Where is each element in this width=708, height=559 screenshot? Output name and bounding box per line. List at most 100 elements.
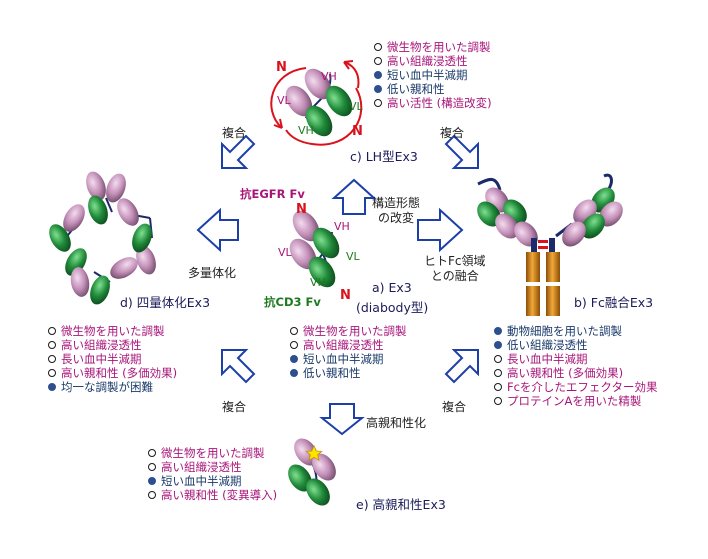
combine-label-top-right: 複合 [440, 126, 465, 140]
lh-vl-right [325, 85, 353, 117]
cd3-fv-label: 抗CD3 Fv [264, 295, 321, 309]
advantage-bullet-icon [148, 463, 156, 471]
lh-property-text: 低い親和性 [387, 82, 445, 96]
fc-property-item: 長い血中半減期 [494, 352, 657, 366]
disadvantage-bullet-icon [48, 383, 56, 391]
advantage-bullet-icon [374, 43, 382, 51]
bent-arrow-top-left-icon [221, 134, 256, 169]
center-vl-left-label: VL [278, 246, 292, 259]
disadvantage-bullet-icon [374, 71, 382, 79]
affinity-property-list: 微生物を用いた調製高い組織浸透性短い血中半減期高い親和性 (変異導入) [148, 446, 277, 502]
lh-n-terminus-1: N [276, 60, 287, 75]
lh-property-text: 短い血中半減期 [387, 68, 468, 82]
fc-property-text: プロテインAを用いた精製 [507, 394, 642, 408]
advantage-bullet-icon [48, 341, 56, 349]
affinity-property-item: 短い血中半減期 [148, 474, 277, 488]
up-arrow-icon [331, 178, 377, 215]
affinity-property-text: 高い親和性 (変異導入) [161, 488, 278, 502]
advantage-bullet-icon [374, 99, 382, 107]
tetra-property-item: 均一な調製が困難 [48, 380, 177, 394]
advantage-bullet-icon [48, 355, 56, 363]
lh-n-terminus-2: N [352, 124, 363, 139]
fc-title: b) Fc融合Ex3 [574, 295, 654, 310]
tetra-property-text: 微生物を用いた調製 [61, 324, 165, 338]
lh-property-text: 高い活性 (構造改変) [387, 96, 492, 110]
center-vh-top-label: VH [334, 220, 350, 233]
right-arrow-icon [417, 207, 464, 253]
tetra-property-item: 微生物を用いた調製 [48, 324, 177, 338]
lh-vh-top-label: VH [321, 70, 337, 83]
center-vh-bottom-label: VH [310, 276, 326, 289]
center-property-item: 短い血中半減期 [290, 352, 407, 366]
bent-arrow-bottom-left-icon [221, 349, 256, 384]
tetra-property-text: 高い組織浸透性 [61, 338, 142, 352]
affinity-property-item: 高い親和性 (変異導入) [148, 488, 277, 502]
lh-property-item: 高い組織浸透性 [374, 54, 492, 68]
vh-domain-top [292, 210, 320, 242]
combine-label-bottom-right: 複合 [442, 400, 467, 414]
lh-property-item: 高い活性 (構造改変) [374, 96, 492, 110]
center-property-text: 低い親和性 [303, 366, 361, 380]
advantage-bullet-icon [148, 449, 156, 457]
lh-property-item: 微生物を用いた調製 [374, 40, 492, 54]
tetra-property-item: 長い血中半減期 [48, 352, 177, 366]
lh-vh-top [304, 68, 332, 100]
disadvantage-bullet-icon [374, 85, 382, 93]
advantage-bullet-icon [494, 397, 502, 405]
center-vl-right-label: VL [346, 250, 360, 263]
advantage-bullet-icon [48, 327, 56, 335]
fc-property-item: Fcを介したエフェクター効果 [494, 380, 657, 394]
fc-property-item: 高い親和性 (多価効果) [494, 366, 657, 380]
center-n-terminus-1: N [296, 202, 307, 217]
lh-vl-left-label: VL [277, 94, 291, 107]
lh-property-item: 短い血中半減期 [374, 68, 492, 82]
affinity-property-text: 微生物を用いた調製 [161, 446, 265, 460]
lh-title: c) LH型Ex3 [350, 149, 418, 164]
advantage-bullet-icon [290, 341, 298, 349]
tetra-property-text: 均一な調製が困難 [61, 380, 153, 394]
lh-diabody-structure [270, 60, 363, 146]
tetramer-property-list: 微生物を用いた調製高い組織浸透性長い血中半減期高い親和性 (多価効果)均一な調製… [48, 324, 177, 394]
lh-property-item: 低い親和性 [374, 82, 492, 96]
bent-arrow-top-right-icon [444, 134, 479, 169]
advantage-bullet-icon [494, 355, 502, 363]
affinity-title: e) 高親和性Ex3 [356, 497, 446, 512]
advantage-bullet-icon [290, 327, 298, 335]
fc-property-item: 低い組織浸透性 [494, 338, 657, 352]
center-property-text: 微生物を用いた調製 [303, 324, 407, 338]
fc-property-text: 長い血中半減期 [507, 352, 588, 366]
center-title: a) Ex3 [372, 280, 412, 295]
tetra-property-text: 高い親和性 (多価効果) [61, 366, 178, 380]
lh-vl-right-label: VL [349, 100, 363, 113]
center-property-text: 短い血中半減期 [303, 352, 384, 366]
center-n-terminus-2: N [340, 288, 351, 303]
mutation-star-icon [305, 445, 323, 462]
lh-property-list: 微生物を用いた調製高い組織浸透性短い血中半減期低い親和性高い活性 (構造改変) [374, 40, 492, 110]
left-arrow-icon [196, 207, 239, 253]
affinity-structure [288, 438, 336, 506]
fc-property-list: 動物細胞を用いた調製低い組織浸透性長い血中半減期高い親和性 (多価効果)Fcを介… [494, 324, 657, 408]
tetramer-title: d) 四量体化Ex3 [120, 295, 211, 310]
disadvantage-bullet-icon [290, 355, 298, 363]
center-property-item: 高い組織浸透性 [290, 338, 407, 352]
advantage-bullet-icon [374, 57, 382, 65]
fc-property-text: 低い組織浸透性 [507, 338, 588, 352]
affinity-maturation-label: 高親和性化 [366, 416, 427, 430]
fc-property-item: 動物細胞を用いた調製 [494, 324, 657, 338]
bent-arrow-bottom-right-icon [444, 349, 479, 384]
structure-change-label: 構造形態 の改変 [372, 196, 421, 225]
tetra-property-item: 高い組織浸透性 [48, 338, 177, 352]
lh-property-text: 高い組織浸透性 [387, 54, 468, 68]
vl-domain-right [312, 227, 340, 259]
disadvantage-bullet-icon [494, 341, 502, 349]
vh-domain-bottom [308, 256, 336, 288]
lh-vh-bottom [305, 105, 333, 137]
center-property-list: 微生物を用いた調製高い組織浸透性短い血中半減期低い親和性 [290, 324, 407, 380]
multimerization-label: 多量体化 [188, 266, 237, 280]
fc-fusion-structure [477, 173, 623, 316]
disadvantage-bullet-icon [290, 369, 298, 377]
fc-fusion-arrow-label: ヒトFc領域 との融合 [424, 254, 486, 283]
fc-property-item: プロテインAを用いた精製 [494, 394, 657, 408]
disadvantage-bullet-icon [148, 477, 156, 485]
tetra-property-text: 長い血中半減期 [61, 352, 142, 366]
